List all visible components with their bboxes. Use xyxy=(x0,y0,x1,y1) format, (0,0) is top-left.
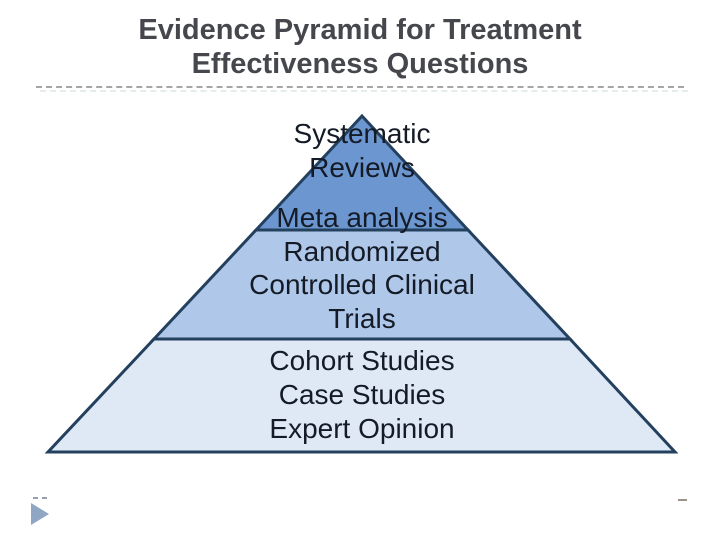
label-trials: Trials xyxy=(328,303,396,334)
title-divider xyxy=(36,86,684,88)
footer-dash-right xyxy=(678,499,687,501)
label-reviews: Reviews xyxy=(309,152,415,183)
label-controlled-clinical: Controlled Clinical xyxy=(249,269,475,300)
slide-title: Evidence Pyramid for Treatment Effective… xyxy=(0,13,720,81)
title-line-1: Evidence Pyramid for Treatment xyxy=(138,14,582,46)
label-expert-opinion: Expert Opinion xyxy=(269,413,455,444)
label-randomized: Randomized xyxy=(283,236,441,267)
footer-dashes-left xyxy=(33,497,49,499)
next-slide-arrow-icon[interactable] xyxy=(31,503,49,525)
label-case-studies: Case Studies xyxy=(278,379,446,410)
label-cohort-studies: Cohort Studies xyxy=(269,345,455,376)
title-line-2: Effectiveness Questions xyxy=(191,48,529,80)
pyramid-tier-top-shape xyxy=(252,113,472,232)
label-meta-analysis: Meta analysis xyxy=(276,202,448,233)
title-divider-shadow xyxy=(40,90,688,92)
label-systematic: Systematic xyxy=(293,118,431,149)
